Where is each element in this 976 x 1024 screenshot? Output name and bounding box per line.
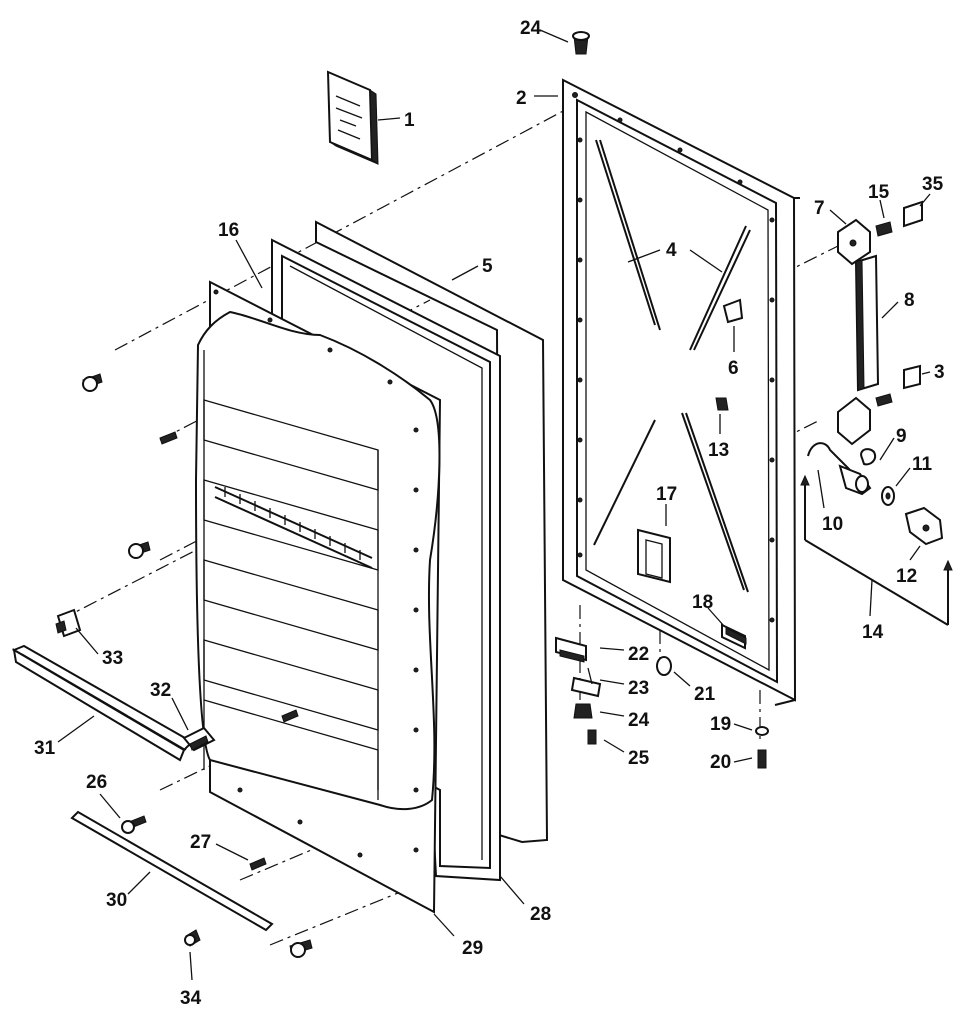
- part-panel-screw: [715, 397, 729, 411]
- callout-22: 22: [628, 644, 649, 665]
- part-lock-assembly: [807, 442, 872, 496]
- part-door-stop: [656, 656, 672, 676]
- callout-32: 32: [150, 680, 171, 701]
- part-trim-clip: [55, 608, 82, 638]
- callout-26: 26: [86, 772, 107, 793]
- callout-7: 7: [814, 198, 825, 219]
- part-washer: [755, 726, 769, 736]
- callout-27: 27: [190, 832, 211, 853]
- part-handle-bar: [854, 254, 880, 392]
- part-handle-bottom-bracket: [837, 393, 893, 446]
- part-handle-top-cap: [837, 218, 871, 266]
- callout-35: 35: [922, 174, 944, 195]
- callout-12: 12: [896, 566, 917, 587]
- callout-16: 16: [218, 220, 239, 241]
- callout-13: 13: [708, 440, 729, 461]
- callout-5: 5: [482, 256, 493, 277]
- callout-31: 31: [34, 738, 56, 759]
- part-door-outer-panel: [562, 78, 800, 706]
- part-screw-34: [184, 929, 201, 947]
- callout-labels: 1 2 3 4 5 6 7 8 9 10 11 12 13 14 15 16 1…: [34, 18, 945, 1009]
- part-handle-screw: [875, 221, 893, 237]
- callout-24-top: 24: [520, 18, 542, 39]
- callout-19: 19: [710, 714, 731, 735]
- part-screw-27: [249, 857, 267, 871]
- part-door-liner: [194, 280, 442, 914]
- callout-28: 28: [530, 904, 551, 925]
- part-liner-screws: [82, 373, 313, 958]
- leader-lines: [57, 29, 931, 981]
- callout-33: 33: [102, 648, 123, 669]
- part-bottom-hinge: [555, 636, 587, 663]
- callout-30: 30: [106, 890, 127, 911]
- part-brace-clip: [722, 298, 744, 324]
- part-handle-trim-cap: [903, 200, 923, 228]
- callout-14: 14: [862, 622, 884, 643]
- liner-rib-rack: [214, 486, 373, 569]
- part-latch-strike: [725, 627, 747, 645]
- part-top-pin: [572, 31, 590, 55]
- callout-6: 6: [728, 358, 739, 379]
- callout-24-bottom: 24: [628, 710, 650, 731]
- callout-18: 18: [692, 592, 713, 613]
- callout-1: 1: [404, 110, 415, 131]
- callout-8: 8: [904, 290, 915, 311]
- callout-11: 11: [912, 454, 933, 475]
- part-bottom-trim: [11, 644, 194, 762]
- callout-29: 29: [462, 938, 483, 959]
- callout-10: 10: [822, 514, 843, 535]
- callout-17: 17: [656, 484, 677, 505]
- part-hinge-bushing: [573, 703, 593, 719]
- callout-20: 20: [710, 752, 731, 773]
- part-lock-kit-bracket: [800, 474, 953, 626]
- part-hinge-pin-bracket: [570, 667, 602, 698]
- callout-4: 4: [666, 240, 677, 261]
- part-bottom-rod: [70, 810, 274, 932]
- callout-2: 2: [516, 88, 527, 109]
- part-handle-bottom-cap: [903, 364, 921, 390]
- callout-34: 34: [180, 988, 202, 1009]
- callout-25: 25: [628, 748, 650, 769]
- callout-9: 9: [896, 426, 907, 447]
- part-lock-bracket: [637, 528, 671, 584]
- part-trim-bracket: [182, 726, 216, 752]
- callout-15: 15: [868, 182, 890, 203]
- part-lock-clip: [860, 448, 876, 466]
- part-screw-26: [121, 815, 147, 834]
- part-washer-screw: [757, 749, 767, 769]
- part-hinge-screw: [587, 729, 597, 745]
- liner-screw-holes: [213, 289, 419, 858]
- part-manual-booklet: [326, 70, 379, 165]
- part-lock-washer: [881, 486, 895, 506]
- callout-3: 3: [934, 362, 945, 383]
- callout-21: 21: [694, 684, 716, 705]
- part-lock-key: [904, 506, 944, 546]
- panel-screw-holes: [572, 92, 775, 623]
- callout-23: 23: [628, 678, 649, 699]
